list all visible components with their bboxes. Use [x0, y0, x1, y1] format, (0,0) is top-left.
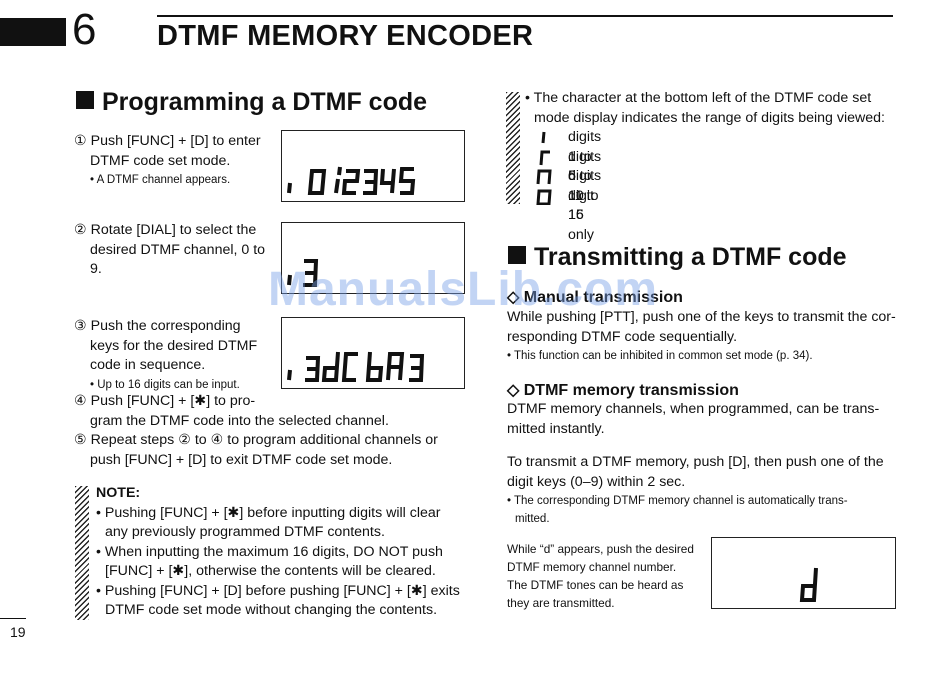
- step-1: ① Push [FUNC] + [D] to enter DTMF code s…: [74, 133, 261, 186]
- d-display-caption: While “d” appears, push the desired DTMF…: [507, 542, 694, 610]
- step-3: ③ Push the corresponding keys for the de…: [74, 318, 258, 391]
- lcd-display-4: [711, 537, 896, 609]
- lcd-display-2: [281, 222, 465, 294]
- manual-transmission-title: ◇ Manual transmission: [507, 289, 683, 306]
- section-heading-programming: Programming a DTMF code: [76, 88, 427, 117]
- page-number-rule: [0, 618, 26, 619]
- memory-transmission-title: ◇ DTMF memory transmission: [507, 382, 739, 399]
- step-5: ⑤ Repeat steps ② to ④ to program additio…: [74, 432, 438, 468]
- step-4: ④ Push [FUNC] + [✱] to pro- gram the DTM…: [74, 393, 389, 429]
- memory-transmission-text: DTMF memory channels, when programmed, c…: [507, 401, 880, 437]
- range-intro: • The character at the bottom left of th…: [525, 90, 885, 126]
- note-box: NOTE: • Pushing [FUNC] + [✱] before inpu…: [96, 484, 486, 621]
- page-number: 19: [10, 624, 26, 640]
- chapter-tab: [0, 18, 66, 46]
- lcd-display-3: [281, 317, 465, 389]
- chapter-number: 6: [72, 5, 97, 54]
- header-rule: [157, 15, 893, 17]
- note-title: NOTE:: [96, 485, 141, 501]
- note-hatch-bar: [75, 486, 89, 620]
- step-2: ② Rotate [DIAL] to select the desired DT…: [74, 222, 266, 277]
- range-hatch-bar: [506, 92, 520, 204]
- chapter-title: DTMF MEMORY ENCODER: [157, 20, 534, 52]
- transmit-instructions: To transmit a DTMF memory, push [D], the…: [507, 454, 884, 525]
- watermark: ManualsLib.com: [268, 263, 659, 316]
- section-heading-transmitting: Transmitting a DTMF code: [508, 243, 847, 272]
- lcd-display-1: [281, 130, 465, 202]
- manual-transmission-text: While pushing [PTT], push one of the key…: [507, 309, 896, 362]
